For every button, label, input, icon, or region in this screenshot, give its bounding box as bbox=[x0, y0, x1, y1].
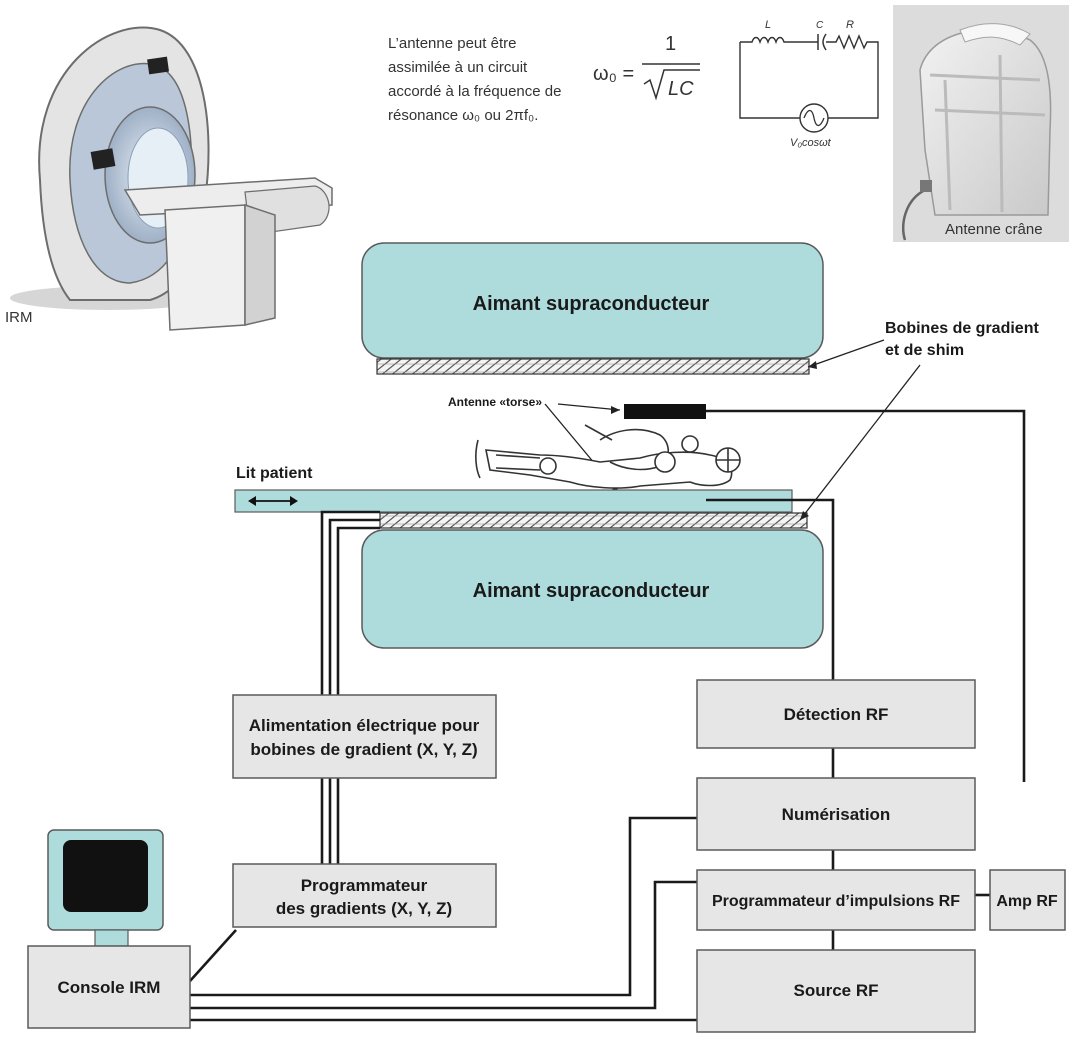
gradient-programmer-label-1: Programmateur bbox=[301, 876, 428, 895]
antenna-text-line-3: accordé à la fréquence de bbox=[388, 83, 561, 100]
torso-antenna-label: Antenne «torse» bbox=[448, 395, 542, 409]
irm-label: IRM bbox=[5, 309, 33, 326]
console-monitor bbox=[47, 829, 164, 947]
power-supply-label-1: Alimentation électrique pour bbox=[249, 716, 480, 735]
antenna-text-line-2: assimilée à un circuit bbox=[388, 59, 528, 76]
circuit-c-label: C bbox=[816, 20, 824, 31]
formula-numerator: 1 bbox=[665, 33, 676, 55]
rf-pulse-programmer-label: Programmateur d’impulsions RF bbox=[712, 893, 960, 910]
antenna-description: L’antenne peut être assimilée à un circu… bbox=[388, 35, 561, 124]
rf-detection-label: Détection RF bbox=[784, 705, 889, 724]
circuit-source-label: V₀cosωt bbox=[790, 137, 832, 149]
patient-figure bbox=[475, 424, 741, 489]
digitization-label: Numérisation bbox=[782, 805, 891, 824]
rf-detection-box bbox=[696, 679, 976, 749]
gradient-leader-bottom bbox=[799, 364, 921, 521]
gradient-programmer-box bbox=[232, 863, 497, 928]
magnet-top-label: Aimant supraconducteur bbox=[473, 293, 710, 315]
torso-antenna-top bbox=[624, 404, 706, 419]
gradient-coils-label-2: et de shim bbox=[885, 342, 964, 359]
head-coil-photo: Antenne crâne bbox=[893, 5, 1069, 242]
rf-source-box bbox=[696, 949, 976, 1033]
antenne-crane-label: Antenne crâne bbox=[945, 221, 1043, 238]
formula-denominator: LC bbox=[668, 78, 694, 100]
rf-amp-label: Amp RF bbox=[996, 893, 1058, 910]
resonance-formula: ω₀ = 1 LC bbox=[593, 33, 700, 101]
rf-source-label: Source RF bbox=[793, 981, 878, 1000]
magnet-bottom bbox=[361, 529, 824, 649]
gradient-programmer-label-2: des gradients (X, Y, Z) bbox=[276, 899, 452, 918]
console-label: Console IRM bbox=[58, 978, 161, 997]
wiring bbox=[188, 409, 1026, 1022]
rf-amp-box bbox=[989, 869, 1066, 931]
gradient-coil-top bbox=[376, 358, 810, 375]
power-supply-box bbox=[232, 694, 497, 779]
digitization-box bbox=[696, 777, 976, 851]
gradient-coils-label-1: Bobines de gradient bbox=[885, 320, 1039, 337]
mri-scanner-illustration: IRM bbox=[5, 26, 333, 331]
console-box bbox=[27, 945, 191, 1029]
rlc-circuit: L C R V₀cosωt bbox=[739, 19, 879, 149]
antenna-text-line-1: L’antenne peut être bbox=[388, 35, 516, 52]
gradient-coil-bottom bbox=[379, 512, 808, 529]
power-supply-label-2: bobines de gradient (X, Y, Z) bbox=[250, 740, 477, 759]
rf-pulse-programmer-box bbox=[696, 869, 976, 931]
magnet-top bbox=[361, 242, 824, 359]
magnet-bottom-label: Aimant supraconducteur bbox=[473, 580, 710, 602]
circuit-l-label: L bbox=[765, 19, 771, 31]
antenna-text-line-4: résonance ω₀ ou 2πf₀. bbox=[388, 107, 538, 124]
patient-bed-label: Lit patient bbox=[236, 465, 313, 482]
gradient-leader-top bbox=[807, 339, 885, 368]
circuit-r-label: R bbox=[846, 19, 854, 31]
formula-lhs: ω₀ = bbox=[593, 63, 634, 85]
